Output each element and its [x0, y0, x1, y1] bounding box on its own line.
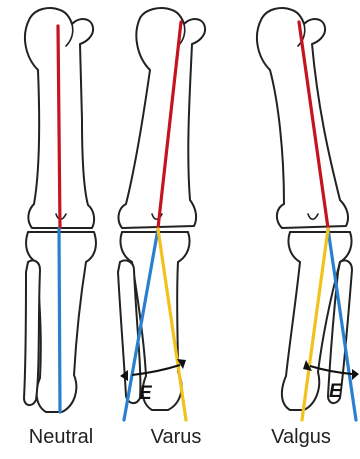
angle-label: E [329, 381, 343, 402]
panel-neutral [24, 8, 96, 412]
caption-neutral: Neutral [6, 426, 116, 449]
fibula-bone [24, 260, 40, 405]
angle-label: E [139, 383, 153, 404]
caption-varus: Varus [121, 426, 231, 449]
panel-valgus: E [257, 8, 359, 420]
tibial-axis-line [59, 229, 60, 412]
arrow-head-icon [352, 369, 359, 380]
caption-valgus: Valgus [246, 426, 356, 449]
panel-varus: E [118, 8, 205, 420]
femoral-axis-line [58, 26, 60, 228]
